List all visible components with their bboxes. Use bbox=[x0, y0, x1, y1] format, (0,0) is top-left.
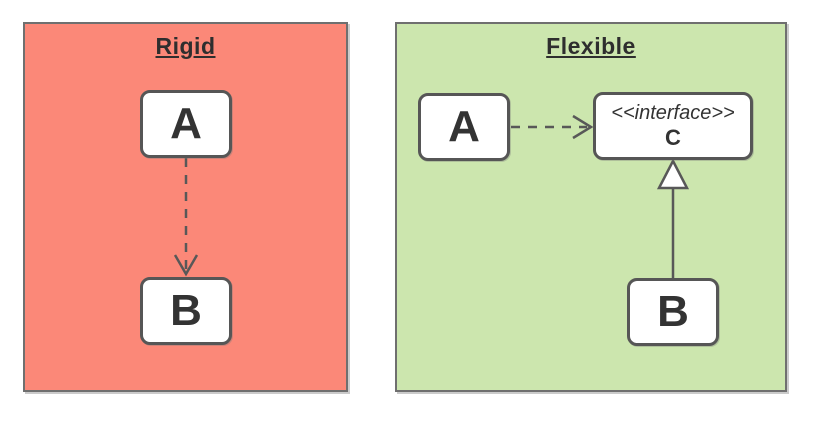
panel-rigid-title: Rigid bbox=[155, 33, 216, 59]
node-rigid-a-label: A bbox=[170, 99, 202, 148]
node-flexible-a-label: A bbox=[448, 102, 480, 151]
node-rigid-a: A bbox=[140, 90, 232, 158]
panel-rigid: Rigid A B bbox=[23, 22, 348, 392]
dependency-arrow-a-to-c bbox=[511, 114, 594, 140]
dependency-arrow-a-to-b bbox=[173, 158, 199, 277]
node-flexible-interface-c: <<interface>> C bbox=[593, 92, 753, 160]
node-rigid-b-label: B bbox=[170, 286, 202, 335]
node-flexible-b-label: B bbox=[657, 287, 689, 336]
panel-flexible: Flexible A <<interface>> C B bbox=[395, 22, 787, 392]
interface-name-label: C bbox=[665, 125, 681, 150]
panel-flexible-title: Flexible bbox=[546, 33, 636, 59]
realization-arrow-b-to-c bbox=[656, 158, 690, 278]
flexible-edges-layer bbox=[511, 114, 690, 278]
node-rigid-b: B bbox=[140, 277, 232, 345]
node-flexible-b: B bbox=[627, 278, 719, 346]
node-flexible-a: A bbox=[418, 93, 510, 161]
interface-stereotype-label: <<interface>> bbox=[611, 102, 735, 124]
